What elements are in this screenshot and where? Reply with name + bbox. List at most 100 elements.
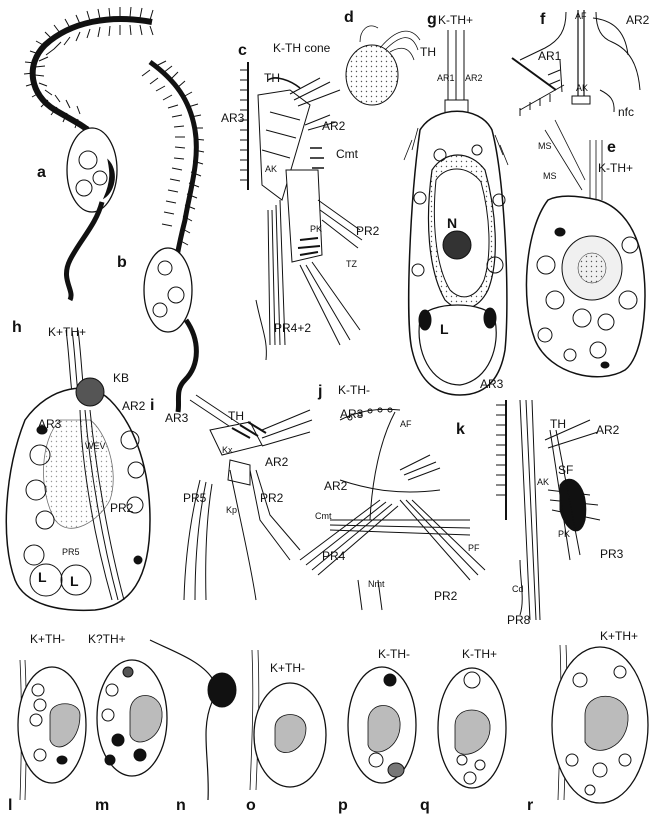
k-pk: PK [558,529,571,539]
k-cd: Cd [512,584,524,594]
panel-r-cell [551,644,649,804]
c-pr2: PR2 [356,224,380,238]
j-nmt: Nmt [368,579,385,589]
panel-letter-e: e [607,139,616,156]
panel-i-diagram [183,394,313,601]
panel-letter-d: d [344,9,354,26]
panel-k-diagram [496,399,601,621]
h-lipid-1: L [38,569,47,585]
c-title: K-TH cone [273,41,331,55]
h-pr2: PR2 [110,501,134,515]
panel-letter-r: r [527,797,534,814]
g-ar1: AR1 [437,73,455,83]
panel-letter-l: l [8,797,13,814]
e-ms-2: MS [543,171,557,181]
panel-d-sphere [345,25,421,106]
ar3-ribbon [240,69,248,181]
h-pr5: PR5 [62,547,80,557]
g-th: TH [420,45,436,59]
panel-letter-m: m [95,797,110,814]
f-af: AF [575,11,587,21]
panel-letter-j: j [318,383,323,400]
panel-letter-o: o [246,797,256,814]
k-th: TH [550,417,566,431]
c-tz: TZ [346,259,357,269]
r-title: K+TH+ [600,629,639,643]
c-ar2: AR2 [322,119,346,133]
g-title: K-TH+ [438,13,474,27]
g-nucleus: N [447,215,458,231]
panel-letter-b: b [117,254,127,271]
e-title: K-TH+ [598,161,634,175]
panel-q-cell [437,667,507,789]
q-title: K-TH+ [462,647,498,661]
panel-l-cell [17,659,87,801]
j-title: K-TH- [338,383,370,397]
c-ak: AK [265,164,278,174]
panel-b-cell [141,59,205,413]
panel-letter-f: f [540,11,546,28]
j-pf: PF [468,543,480,553]
k-pr8: PR8 [507,613,531,627]
c-pr42: PR4+2 [274,321,312,335]
panel-p-cell [347,666,417,784]
panel-b-hairs [141,60,205,246]
c-cmt: Cmt [336,147,358,161]
c-th: TH [264,71,280,85]
h-kb: KB [113,371,130,385]
i-kx: Kx [222,445,233,455]
panel-letter-i: i [150,397,155,414]
f-ar1: AR1 [538,49,562,63]
p-title: K-TH- [378,647,410,661]
panel-letter-g: g [427,11,437,28]
f-ar2: AR2 [626,13,650,27]
h-ar2: AR2 [122,399,146,413]
o-title: K+TH- [270,661,306,675]
e-ms-1: MS [538,141,552,151]
i-pr5: PR5 [183,491,207,505]
panel-a-hairs [23,6,154,146]
h-title: K+TH+ [48,325,87,339]
k-pr3: PR3 [600,547,624,561]
panel-n-cell [149,639,237,801]
g-ar2: AR2 [465,73,483,83]
panel-c-diagram [240,62,363,361]
h-ar3: AR3 [38,417,62,431]
k-sf: SF [558,463,574,477]
panel-g-cell [403,30,509,396]
c-ar3: AR3 [221,111,245,125]
f-nfc: nfc [618,105,635,119]
panel-letter-c: c [238,42,247,59]
panel-letter-h: h [12,319,22,336]
l-title: K+TH- [30,632,66,646]
i-ar3: AR3 [165,411,189,425]
k-ar3: AR3 [480,377,504,391]
j-ar2: AR2 [324,479,348,493]
j-cmt: Cmt [315,511,332,521]
j-af: AF [400,419,412,429]
panel-letter-q: q [420,797,430,814]
k-ak: AK [537,477,550,487]
c-pk: PK [310,224,323,234]
panel-letter-k: k [456,421,465,438]
panel-e-cell [525,119,646,378]
panel-letter-n: n [176,797,186,814]
h-wev: WEV [85,441,106,451]
i-ar2: AR2 [265,455,289,469]
panel-o-cell [249,649,327,791]
i-kp: Kp [226,505,238,515]
panel-m-cell [96,659,168,777]
i-pr2: PR2 [260,491,284,505]
j-ar3: AR3 [340,407,364,421]
j-pr4: PR4 [322,549,346,563]
panel-letter-p: p [338,797,348,814]
h-lipid-2: L [70,573,79,589]
k-ar2: AR2 [596,423,620,437]
m-title: K?TH+ [88,632,126,646]
panel-j-diagram [299,407,486,611]
panel-letter-a: a [37,164,46,181]
j-pr2: PR2 [434,589,458,603]
f-ak: AK [576,83,589,93]
panel-f-diagram [511,10,641,116]
panel-h-cell [5,329,151,612]
